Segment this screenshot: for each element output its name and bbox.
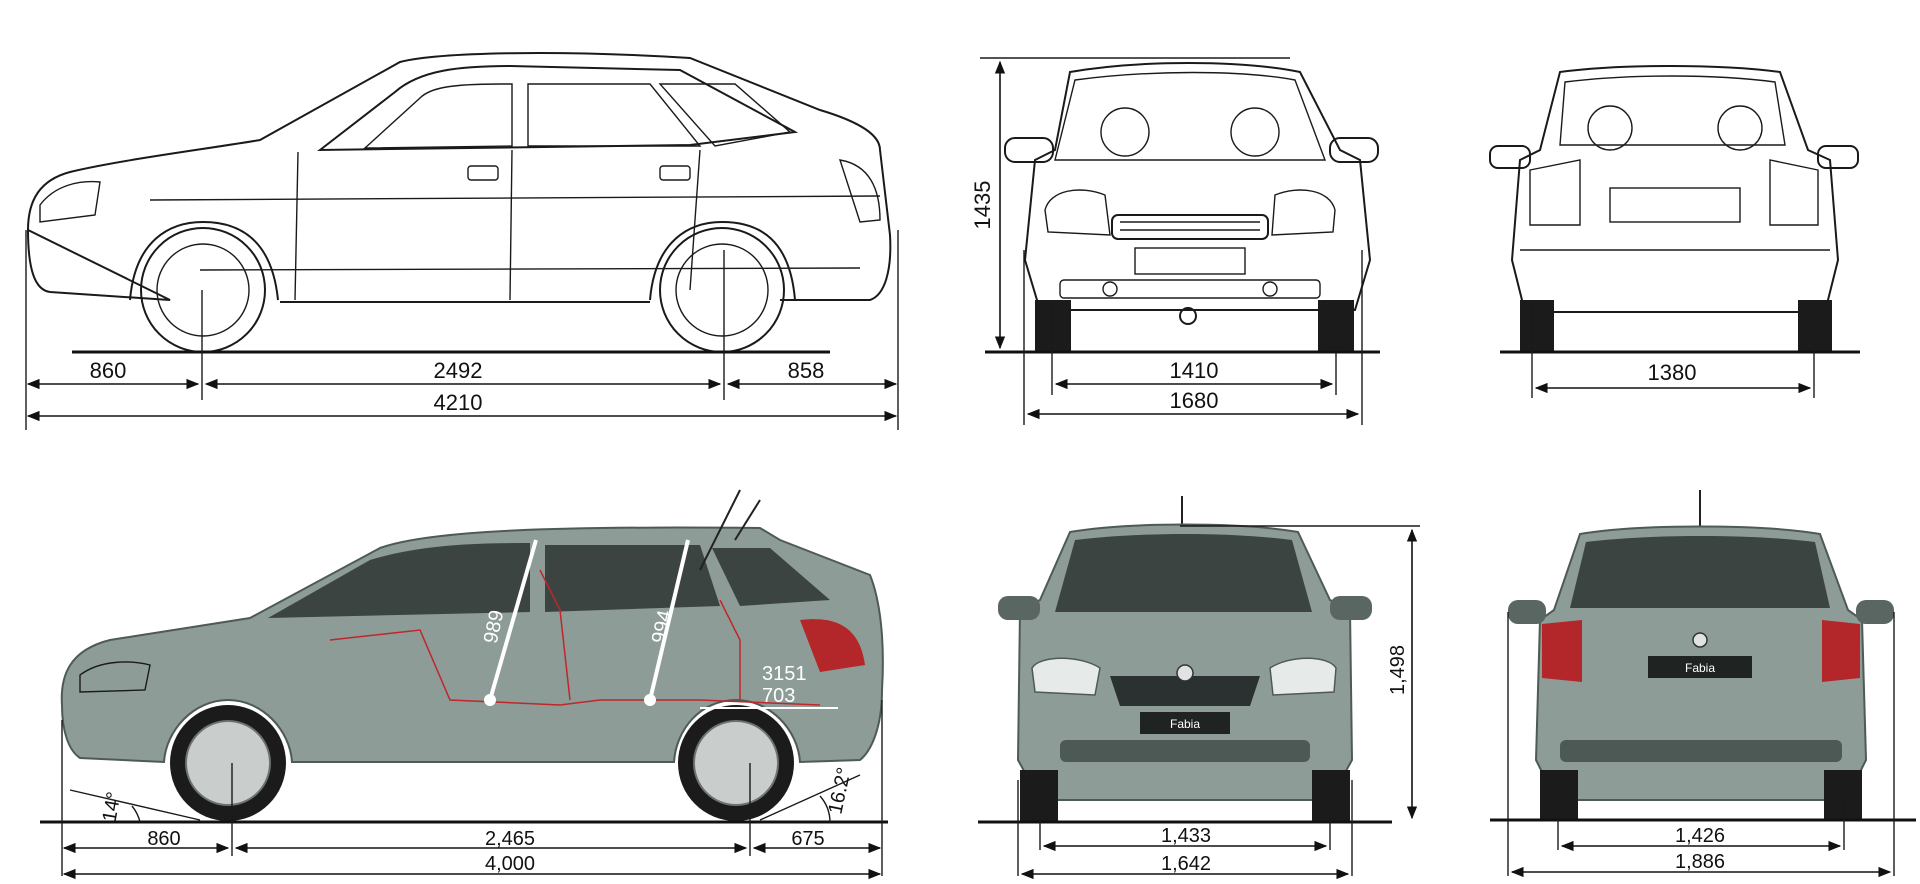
fabia-departure-arc (819, 795, 831, 823)
fabia-load-length-label: 703 (762, 685, 795, 707)
fabia-rear-view: Fabia 1,426 1,886 (1490, 490, 1916, 878)
fabia-rear-overhang-label: 675 (791, 828, 824, 850)
priora-rear-view: 1380 (1489, 65, 1860, 398)
fabia-length-label: 4,000 (485, 853, 535, 875)
fabia-departure-line (759, 774, 861, 821)
fabia-approach-line (69, 789, 201, 821)
fabia-track-front-label: 1,433 (1161, 825, 1211, 847)
fabia-wheelbase-label: 2,465 (485, 828, 535, 850)
priora-wheelbase-label: 2492 (434, 358, 483, 383)
fabia-front-plate-text: Fabia (1170, 717, 1200, 731)
fabia-approach-angle-label: 14° (99, 790, 126, 824)
priora-front-view: 1435 1410 1680 (970, 57, 1380, 425)
priora-front-outline (1004, 62, 1379, 352)
fabia-height-label: 1,498 (1387, 645, 1409, 695)
priora-side-outline (26, 52, 892, 353)
fabia-width-mirrors-label: 1,886 (1675, 851, 1725, 873)
priora-side-view: 860 2492 858 4210 (25, 52, 899, 430)
fabia-departure-angle-label: 16.2° (824, 766, 855, 816)
fabia-front-plate (1140, 712, 1230, 734)
fabia-side-body (60, 489, 884, 821)
priora-front-overhang-label: 860 (90, 358, 127, 383)
priora-track-rear-label: 1380 (1648, 360, 1697, 385)
fabia-side-view: 989 994 3151 703 14° 16.2° 860 2,465 675… (40, 489, 888, 880)
priora-height-label: 1435 (970, 181, 995, 230)
priora-length-label: 4210 (434, 390, 483, 415)
fabia-front-body: Fabia (998, 496, 1372, 822)
priora-rear-overhang-label: 858 (788, 358, 825, 383)
fabia-width-label: 1,642 (1161, 853, 1211, 875)
priora-track-front-label: 1410 (1170, 358, 1219, 383)
fabia-track-rear-label: 1,426 (1675, 825, 1725, 847)
fabia-rear-plate-text: Fabia (1685, 661, 1715, 675)
fabia-approach-arc (131, 805, 141, 823)
fabia-rear-body: Fabia (1508, 490, 1894, 820)
fabia-volume-label: 3151 (762, 663, 807, 685)
fabia-front-view: Fabia 1,498 1,433 1,642 (978, 496, 1420, 880)
priora-width-label: 1680 (1170, 388, 1219, 413)
fabia-rear-plate (1648, 656, 1752, 678)
priora-rear-outline (1489, 65, 1859, 352)
fabia-front-overhang-label: 860 (147, 828, 180, 850)
